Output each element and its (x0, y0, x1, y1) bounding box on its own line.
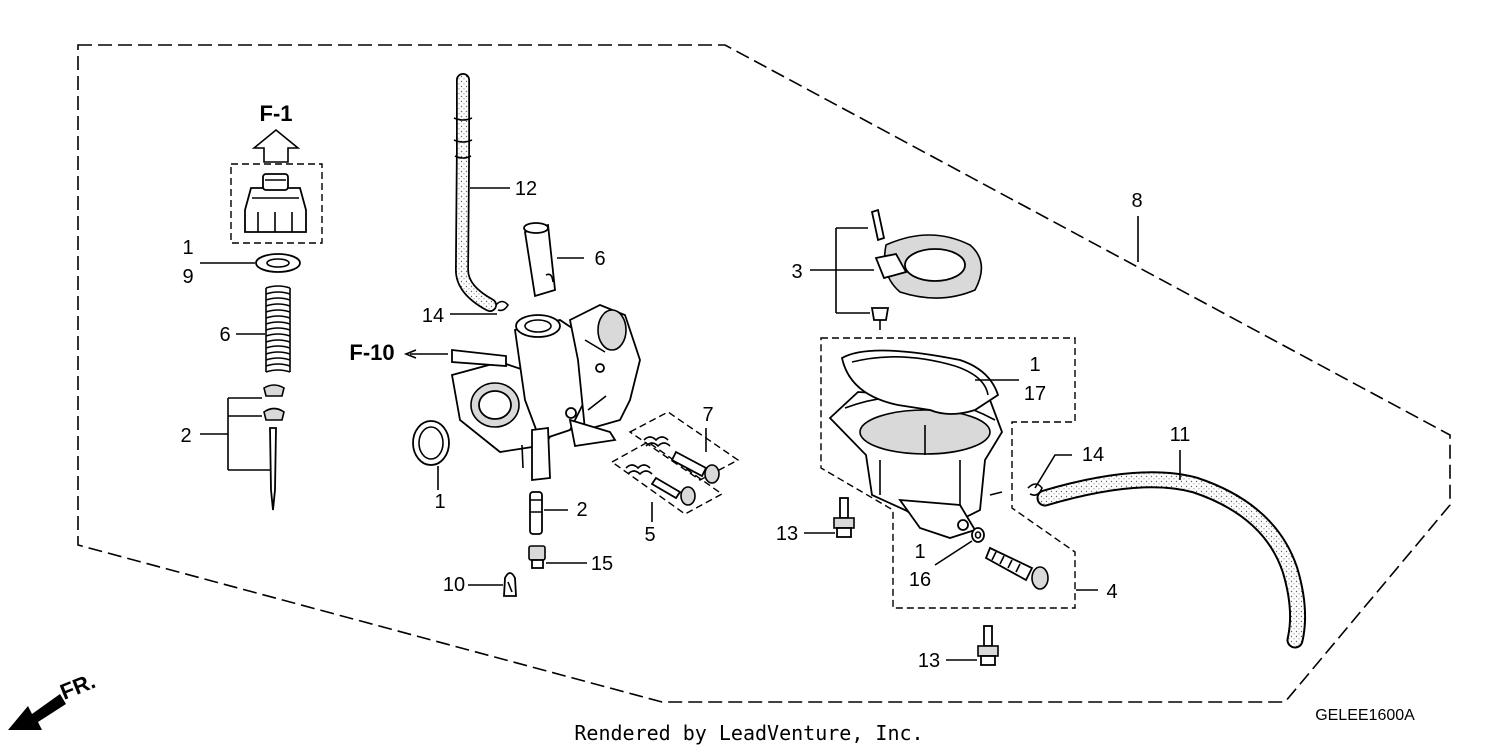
jet-needle-set[interactable] (263, 384, 285, 511)
callout-8[interactable]: 8 (1131, 190, 1142, 212)
callout-17[interactable]: 17 (1024, 383, 1046, 405)
f10-reference: F-10 (349, 340, 448, 365)
vent-tube[interactable] (453, 73, 497, 312)
needle-jet[interactable] (529, 491, 543, 535)
up-arrow-icon (251, 128, 301, 163)
callout-1-washer[interactable]: 1 (914, 541, 925, 563)
callout-1-o-ring[interactable]: 1 (434, 491, 445, 513)
float-chamber-box (820, 337, 1076, 609)
float-bowl-gasket[interactable] (840, 349, 1000, 415)
callout-10[interactable]: 10 (443, 574, 465, 596)
screw-set-box-2 (610, 441, 724, 515)
carburetor-body[interactable] (450, 304, 641, 482)
front-arrow-icon (8, 694, 66, 730)
callout-3[interactable]: 3 (791, 261, 802, 283)
f1-reference: F-1 (251, 101, 301, 163)
choke-valve-set[interactable] (870, 208, 983, 330)
pilot-screw-set[interactable] (643, 436, 720, 484)
callout-12[interactable]: 12 (515, 178, 537, 200)
callout-13-lower[interactable]: 13 (918, 650, 940, 672)
callout-1-washer-top[interactable]: 1 (182, 237, 193, 259)
front-label: FR. (57, 668, 99, 704)
f1-label[interactable]: F-1 (260, 101, 293, 126)
callout-14-right[interactable]: 14 (1082, 444, 1104, 466)
callout-6-spring[interactable]: 6 (219, 324, 230, 346)
throttle-sleeve[interactable] (523, 222, 556, 298)
tube-clip-upper[interactable] (495, 300, 509, 312)
bowl-screw-lower[interactable] (977, 625, 999, 666)
callout-2-jet[interactable]: 2 (576, 499, 587, 521)
front-direction-marker: FR. (8, 668, 99, 730)
throttle-spring[interactable] (265, 285, 291, 373)
carburetor-top-cap[interactable] (244, 173, 307, 233)
assembly-boundary (77, 44, 1451, 703)
callout-7[interactable]: 7 (702, 404, 713, 426)
callout-9[interactable]: 9 (182, 266, 193, 288)
callout-1-gasket[interactable]: 1 (1029, 354, 1040, 376)
float-chamber[interactable] (828, 391, 1003, 539)
callout-13-upper[interactable]: 13 (776, 523, 798, 545)
flange-o-ring[interactable] (412, 420, 450, 466)
callout-2-needle[interactable]: 2 (180, 425, 191, 447)
drain-washer[interactable] (971, 527, 985, 543)
bowl-screw-upper[interactable] (833, 497, 855, 538)
rendered-by-credit: Rendered by LeadVenture, Inc. (574, 721, 923, 745)
callout-14-clip[interactable]: 14 (422, 305, 444, 327)
cap-washer[interactable] (255, 253, 301, 273)
cap-dashed-box (230, 163, 323, 244)
diagram-code: GELEE1600A (1315, 707, 1415, 724)
screw-set-box (628, 411, 740, 481)
fuel-hose-clip[interactable] (1027, 483, 1043, 496)
callout-11[interactable]: 11 (1170, 424, 1191, 446)
callout-5[interactable]: 5 (644, 524, 655, 546)
f10-label[interactable]: F-10 (349, 340, 394, 365)
drain-screw[interactable] (984, 546, 1049, 590)
left-arrow-icon (403, 349, 448, 359)
callout-4[interactable]: 4 (1106, 581, 1117, 603)
float-clip[interactable] (503, 572, 517, 597)
callout-6-sleeve[interactable]: 6 (594, 248, 605, 270)
throttle-stop-screw-set[interactable] (625, 464, 696, 506)
callout-15[interactable]: 15 (591, 553, 613, 575)
main-jet[interactable] (528, 545, 546, 569)
callout-16[interactable]: 16 (909, 569, 931, 591)
fuel-hose[interactable] (1036, 471, 1307, 649)
